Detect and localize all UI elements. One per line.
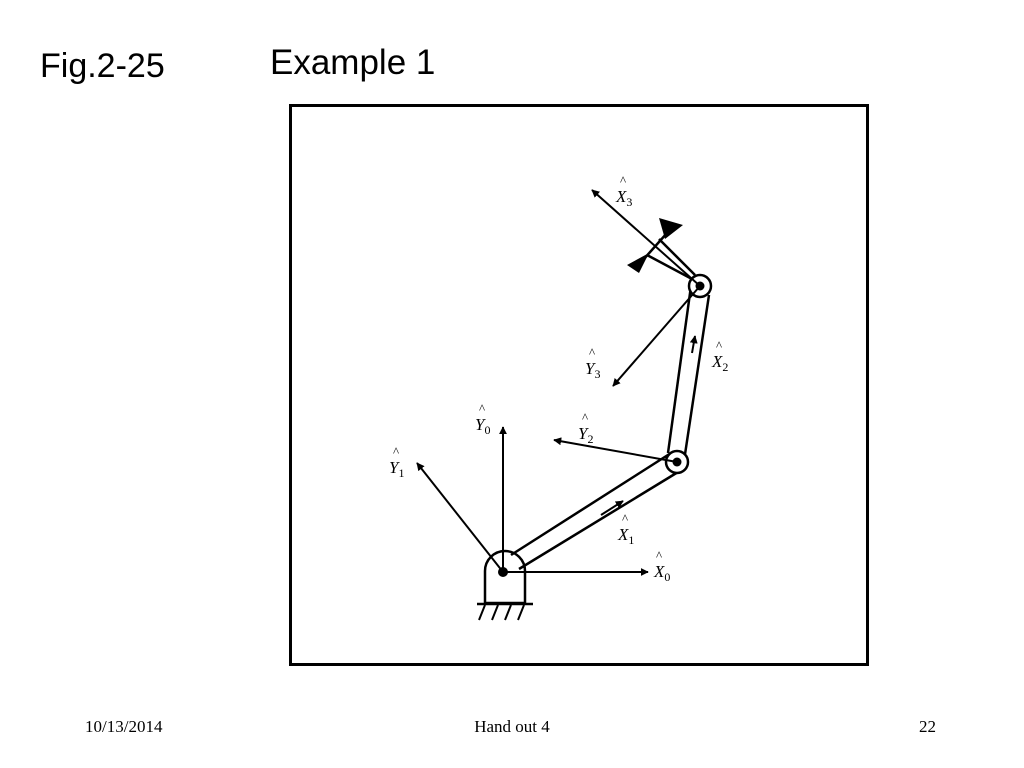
y1-axis-arrow	[416, 462, 504, 573]
svg-text:X0: X0	[653, 562, 670, 584]
robot-arm-diagram: ^ X0 ^ Y0 ^ X1 ^ Y1 ^ X2 ^ Y2 ^ X3 ^ Y3	[389, 173, 728, 621]
svg-text:Y1: Y1	[389, 458, 404, 480]
svg-text:^: ^	[622, 511, 628, 526]
y3-axis-arrow	[612, 285, 701, 387]
svg-text:^: ^	[589, 345, 595, 360]
svg-text:X1: X1	[617, 525, 634, 547]
svg-text:^: ^	[582, 410, 588, 425]
footer-handout: Hand out 4	[474, 717, 550, 736]
footer-page-number: 22	[919, 717, 936, 736]
svg-text:Y3: Y3	[585, 359, 600, 381]
svg-text:X3: X3	[615, 187, 632, 209]
svg-text:^: ^	[656, 548, 662, 563]
figure-number: Fig.2-25	[40, 47, 165, 85]
svg-text:^: ^	[716, 338, 722, 353]
x3-axis-arrow	[591, 189, 701, 287]
svg-text:^: ^	[393, 444, 399, 459]
label-x3: ^ X3	[615, 173, 632, 209]
label-x0: ^ X0	[653, 548, 670, 584]
svg-text:Y2: Y2	[578, 424, 593, 446]
link-1	[510, 451, 684, 571]
svg-text:^: ^	[620, 173, 626, 188]
svg-text:^: ^	[479, 401, 485, 416]
label-x2: ^ X2	[711, 338, 728, 374]
x1-axis-arrow	[600, 500, 624, 516]
label-y0: ^ Y0	[475, 401, 490, 437]
y2-axis-arrow	[553, 437, 678, 463]
footer-date: 10/13/2014	[85, 717, 163, 736]
svg-text:X2: X2	[711, 352, 728, 374]
svg-text:Y0: Y0	[475, 415, 490, 437]
x2-axis-arrow	[689, 335, 698, 354]
label-y2: ^ Y2	[578, 410, 593, 446]
label-y1: ^ Y1	[389, 444, 404, 480]
link-2	[666, 285, 711, 462]
base-mount	[477, 549, 533, 621]
label-y3: ^ Y3	[585, 345, 600, 381]
diagram-frame: ^ X0 ^ Y0 ^ X1 ^ Y1 ^ X2 ^ Y2 ^ X3 ^ Y3	[289, 104, 869, 666]
label-x1: ^ X1	[617, 511, 634, 547]
slide-title: Example 1	[270, 43, 436, 82]
